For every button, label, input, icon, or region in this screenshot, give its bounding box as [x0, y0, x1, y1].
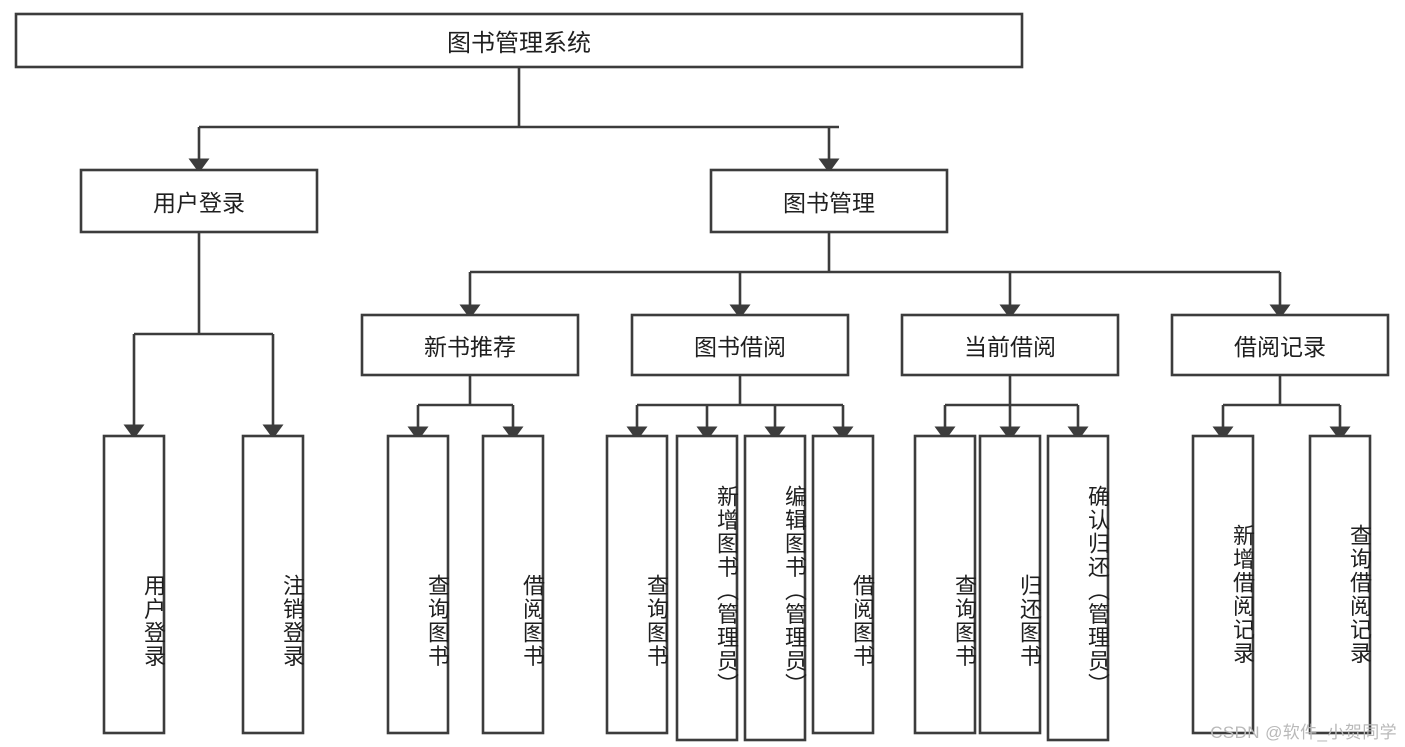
leaf-user-login[interactable]	[102, 434, 166, 735]
leaf-return-book[interactable]	[978, 434, 1042, 735]
connector-bookmgmt-to-level3	[459, 232, 1291, 319]
node-root-book-management-system[interactable]	[14, 12, 1024, 69]
leaf-query-book-newbook[interactable]	[386, 434, 450, 735]
leaf-query-book-current[interactable]	[913, 434, 977, 735]
leaf-add-book-admin[interactable]	[675, 434, 739, 742]
node-book-management[interactable]	[709, 168, 949, 234]
connector-bookborrow-to-leaves	[626, 375, 854, 441]
connector-userlogin-to-leaves	[123, 232, 284, 439]
connector-newbook-to-leaves	[407, 375, 524, 441]
leaf-add-borrow-record[interactable]	[1191, 434, 1255, 735]
leaf-query-book-borrow[interactable]	[605, 434, 669, 735]
connector-currentborrow-to-leaves	[934, 375, 1089, 441]
node-book-borrow[interactable]	[630, 313, 850, 377]
leaf-query-borrow-record[interactable]	[1308, 434, 1372, 735]
node-user-login[interactable]	[79, 168, 319, 234]
node-new-book-recommend[interactable]	[360, 313, 580, 377]
connector-root-to-level2	[188, 67, 840, 173]
leaf-borrow-book[interactable]	[811, 434, 875, 735]
csdn-watermark: CSDN @软件_小贺同学	[1210, 723, 1397, 742]
node-borrow-record[interactable]	[1170, 313, 1390, 377]
node-current-borrow[interactable]	[900, 313, 1120, 377]
leaf-borrow-book-newbook[interactable]	[481, 434, 545, 735]
connector-borrowrecord-to-leaves	[1212, 375, 1351, 441]
leaf-logout-login[interactable]	[241, 434, 305, 735]
leaf-confirm-return-admin[interactable]	[1046, 434, 1110, 742]
leaf-edit-book-admin[interactable]	[743, 434, 807, 742]
